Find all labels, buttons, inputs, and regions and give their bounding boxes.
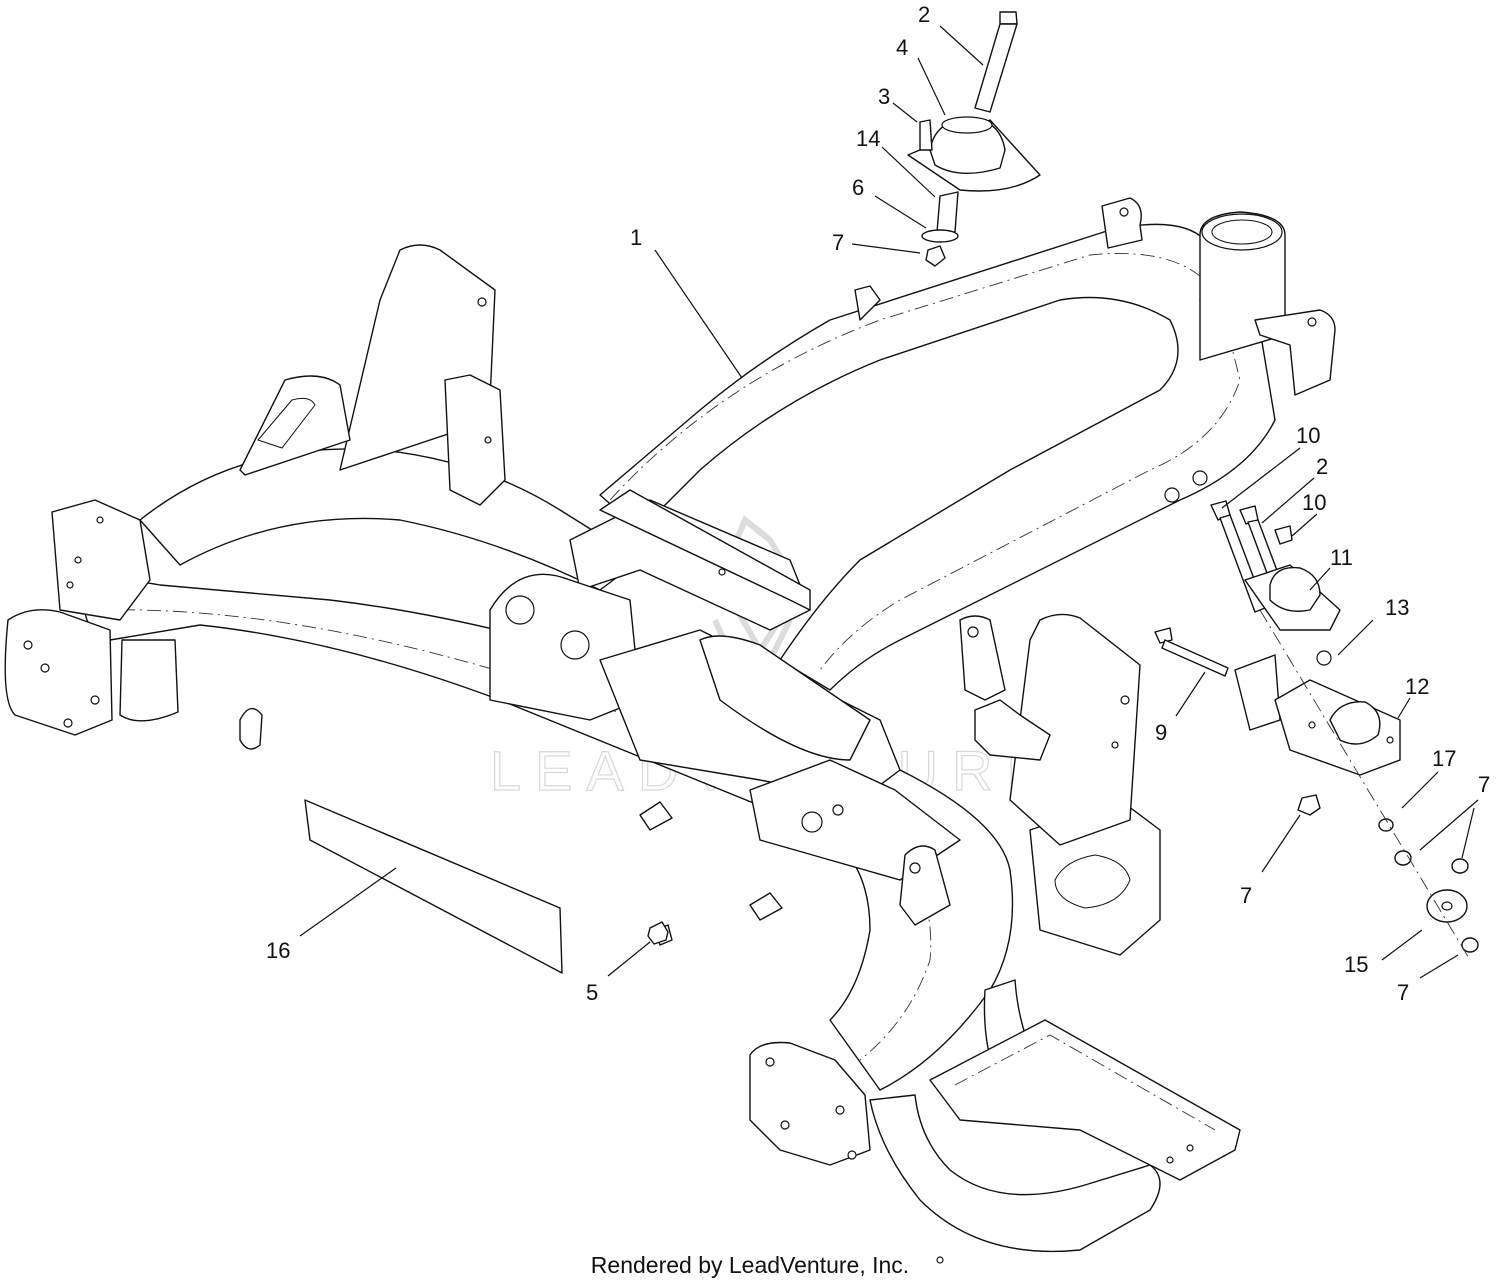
callout-1: 1	[630, 225, 642, 250]
nut-5	[647, 921, 669, 945]
callout-7-bottom: 7	[1397, 980, 1409, 1005]
callout-10-upper: 10	[1296, 423, 1320, 448]
callout-14: 14	[856, 126, 880, 151]
callout-3: 3	[878, 84, 890, 109]
callout-6: 6	[852, 175, 864, 200]
callout-7-top: 7	[832, 230, 844, 255]
callout-17: 17	[1432, 746, 1456, 771]
callout-2-top: 2	[918, 2, 930, 27]
right-mount-assembly	[1154, 500, 1479, 961]
callout-5: 5	[586, 980, 598, 1005]
callout-10-lower: 10	[1302, 490, 1326, 515]
top-mount-assembly	[907, 11, 1041, 267]
callout-4: 4	[896, 35, 908, 60]
decal-strip	[304, 799, 563, 974]
callout-9: 9	[1155, 720, 1167, 745]
callout-7-right: 7	[1478, 772, 1490, 797]
leader-lines	[299, 25, 1479, 979]
callouts: 2 4 3 14 6 7 1 10 2 10 11 13 12 9 17 7 7…	[266, 2, 1490, 1005]
render-credit: Rendered by LeadVenture, Inc.	[590, 1252, 910, 1278]
callout-7-left: 7	[1240, 883, 1252, 908]
callout-16: 16	[266, 938, 290, 963]
callout-12: 12	[1405, 674, 1429, 699]
callout-2-right: 2	[1316, 454, 1328, 479]
callout-15: 15	[1344, 952, 1368, 977]
main-frame	[4, 197, 1336, 1264]
callout-11: 11	[1330, 545, 1353, 570]
callout-13: 13	[1385, 595, 1409, 620]
